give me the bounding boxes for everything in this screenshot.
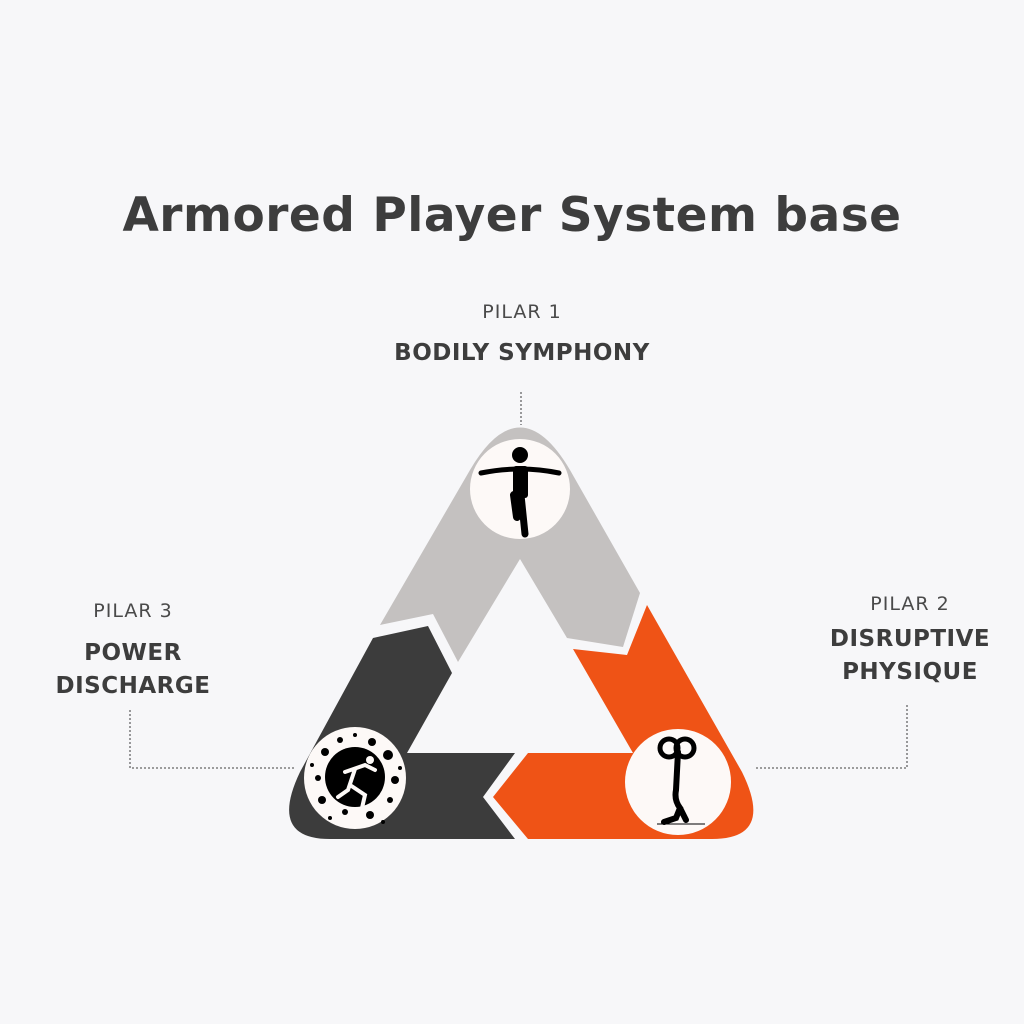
page-title: Armored Player System base [122, 188, 902, 243]
pillar-2-kicker: PILAR 2 [870, 593, 950, 615]
sprinter-splash-icon [304, 727, 406, 829]
pillar-3-kicker: PILAR 3 [93, 600, 173, 622]
pillar-3-connector [129, 710, 295, 769]
pillar-2-name-line-2: PHYSIQUE [842, 659, 978, 685]
pillar-1-segment [380, 427, 640, 662]
balance-figure-icon [470, 439, 570, 539]
pillar-3-name-line-1: POWER [84, 640, 182, 666]
pillar-3-name: POWER DISCHARGE [13, 637, 253, 703]
pillar-1-name: BODILY SYMPHONY [394, 340, 650, 366]
weightlifter-icon [625, 729, 731, 835]
pillar-3-name-line-2: DISCHARGE [55, 673, 211, 699]
pillar-1-kicker: PILAR 1 [482, 301, 562, 323]
pillar-2-name: DISRUPTIVE PHYSIQUE [790, 623, 1024, 689]
pillar-2-connector [755, 705, 908, 769]
pillar-2-name-line-1: DISRUPTIVE [829, 626, 991, 652]
